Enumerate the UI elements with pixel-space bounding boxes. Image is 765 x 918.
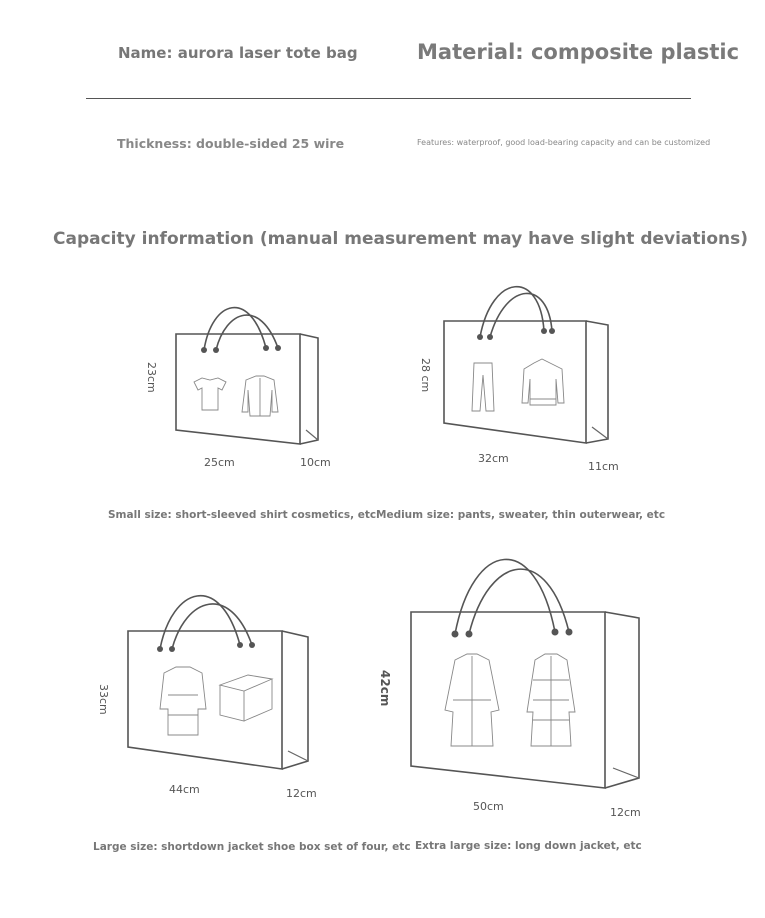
coat-icon xyxy=(444,653,500,747)
medium-bag-illustration xyxy=(443,285,609,444)
extra-large-depth-label: 12cm xyxy=(610,806,641,819)
medium-height-label: 28 cm xyxy=(419,358,432,393)
small-bag-illustration xyxy=(175,306,319,445)
t-shirt-icon xyxy=(193,377,227,411)
medium-caption: Medium size: pants, sweater, thin outerw… xyxy=(376,509,666,521)
large-depth-label: 12cm xyxy=(286,787,317,800)
long-down-jacket-icon xyxy=(526,653,576,747)
large-width-label: 44cm xyxy=(169,783,200,796)
pants-icon xyxy=(471,362,495,412)
product-features: Features: waterproof, good load-bearing … xyxy=(417,138,711,147)
capacity-title: Capacity information (manual measurement… xyxy=(53,229,749,249)
large-bag-illustration xyxy=(127,595,309,770)
sweater-icon xyxy=(521,358,565,406)
down-jacket-icon xyxy=(159,666,207,736)
medium-width-label: 32cm xyxy=(478,452,509,465)
large-height-label: 33cm xyxy=(97,684,110,715)
shirt-icon xyxy=(241,375,279,417)
product-name: Name: aurora laser tote bag xyxy=(118,44,358,62)
shoe-box-icon xyxy=(218,674,274,722)
small-caption: Small size: short-sleeved shirt cosmetic… xyxy=(108,509,377,521)
small-depth-label: 10cm xyxy=(300,456,331,469)
small-height-label: 23cm xyxy=(145,362,158,393)
extra-large-height-label: 42cm xyxy=(378,670,392,707)
product-thickness: Thickness: double-sided 25 wire xyxy=(117,136,345,151)
medium-depth-label: 11cm xyxy=(588,460,619,473)
product-material: Material: composite plastic xyxy=(417,40,740,64)
extra-large-bag-illustration xyxy=(410,558,640,789)
header-divider xyxy=(86,98,691,99)
extra-large-caption: Extra large size: long down jacket, etc xyxy=(415,840,642,852)
small-width-label: 25cm xyxy=(204,456,235,469)
large-caption: Large size: shortdown jacket shoe box se… xyxy=(93,841,411,853)
extra-large-width-label: 50cm xyxy=(473,800,504,813)
